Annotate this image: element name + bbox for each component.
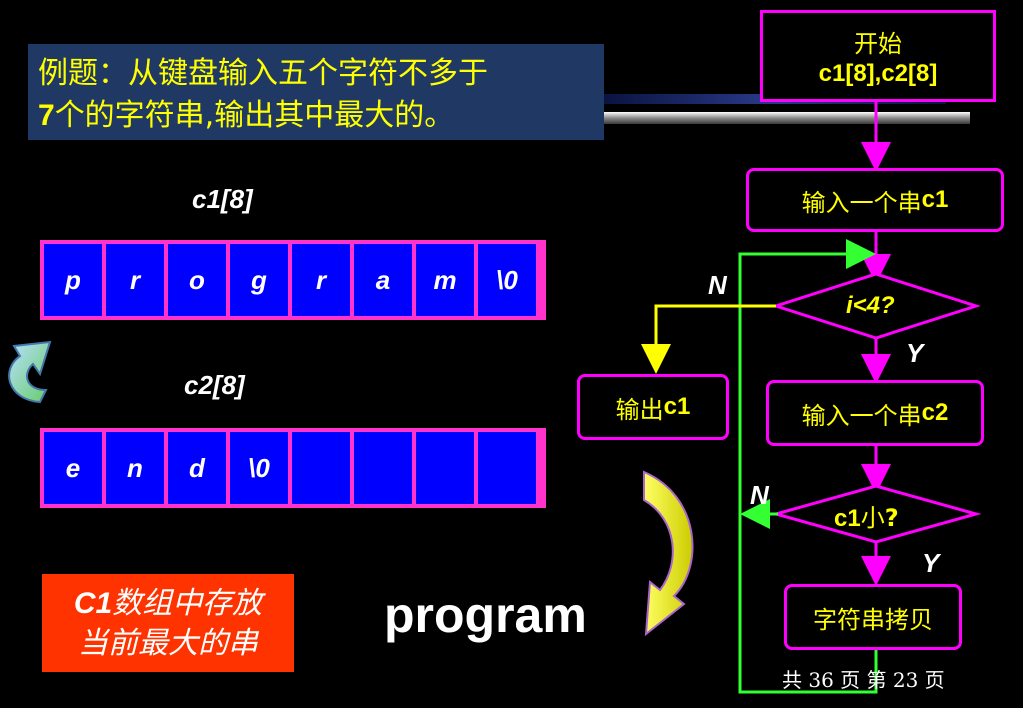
array-cell: d [168,432,226,504]
label-n: N [708,270,727,300]
curved-arrow-icon [8,340,52,404]
c1-array: p r o g r a m \0 [40,240,546,320]
condition-2-text: c1小? [834,504,899,532]
result-word: program [384,587,587,643]
array-cell: e [44,432,102,504]
array-cell: \0 [230,432,288,504]
explanation-note: C1数组中存放 当前最大的串 [42,574,294,672]
label-y: Y [906,338,924,368]
c1-array-label: c1[8] [192,184,253,214]
array-cell [292,432,350,504]
loop-back-edge [738,239,878,694]
c2-array-label: c2[8] [184,370,245,400]
array-cell: n [106,432,164,504]
array-cell: r [106,244,164,316]
page-indicator: 共 36 页 第 23 页 [782,668,945,692]
array-cell [478,432,536,504]
label-n: N [750,480,769,510]
exit-edge [641,304,776,374]
curved-arrow-down-icon [643,470,694,637]
start-node: 开始 c1[8],c2[8] [760,10,996,102]
c2-array: e n d \0 [40,428,546,508]
label-y: Y [922,548,940,578]
array-cell [354,432,412,504]
array-cell [416,432,474,504]
array-cell: g [230,244,288,316]
decision-diamond [771,272,981,340]
problem-statement: 例题：从键盘输入五个字符不多于 7个的字符串,输出其中最大的。 [28,44,604,140]
problem-line-1: 例题：从键盘输入五个字符不多于 [38,56,488,91]
array-cell: \0 [478,244,536,316]
array-cell: o [168,244,226,316]
copy-string-node: 字符串拷贝 [784,584,962,650]
decorative-bar-silver [604,112,970,124]
array-cell: m [416,244,474,316]
condition-1-text: i<4? [846,292,895,319]
decision-diamond [770,484,982,544]
array-cell: a [354,244,412,316]
problem-line-2: 7个的字符串,输出其中最大的。 [38,98,455,133]
array-cell: r [292,244,350,316]
array-cell: p [44,244,102,316]
